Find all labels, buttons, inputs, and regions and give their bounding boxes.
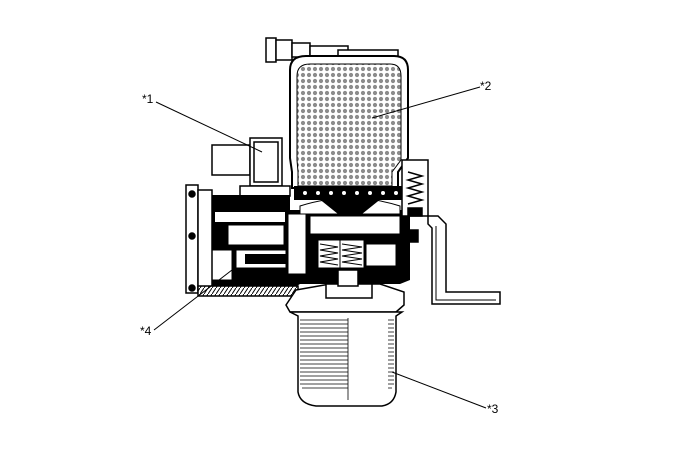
pump-body <box>200 195 410 290</box>
right-spring-housing <box>401 159 429 243</box>
leader-line-2 <box>371 86 481 119</box>
filter-canister <box>289 55 409 200</box>
leader-lines <box>153 86 487 409</box>
callout-1: *1 <box>142 92 154 106</box>
callout-4: *4 <box>140 324 152 338</box>
callout-3: *3 <box>487 402 499 416</box>
lower-cylinder <box>285 269 405 407</box>
callout-2: *2 <box>480 79 492 93</box>
left-end-cap <box>185 184 213 294</box>
leader-line-4 <box>153 269 233 331</box>
solenoid-actuator <box>211 137 291 197</box>
leader-line-3 <box>391 371 487 409</box>
mounting-bracket <box>427 215 501 305</box>
long-bolt <box>197 285 299 297</box>
leader-line-1 <box>155 101 263 153</box>
